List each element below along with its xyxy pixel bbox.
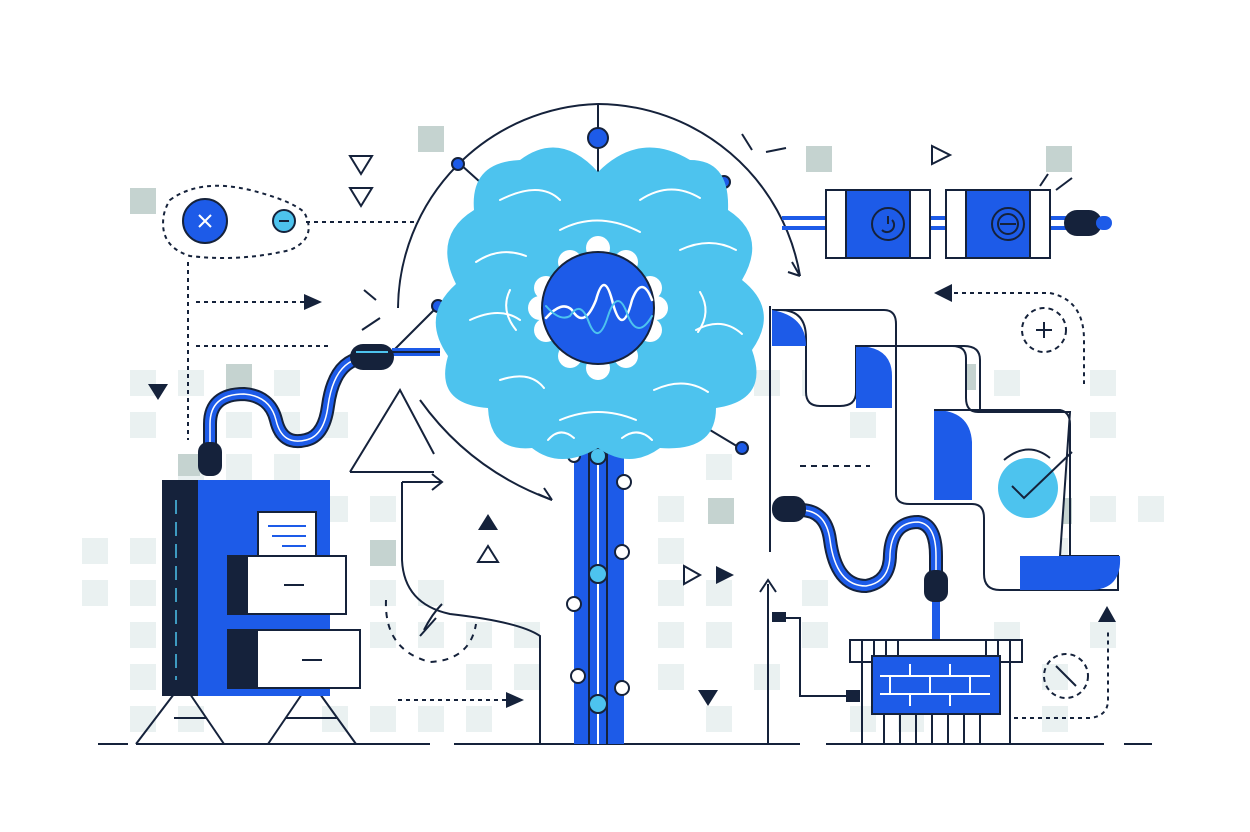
- checkmark-icon: [1011, 451, 1073, 500]
- power-plug-icon: [1039, 173, 1112, 236]
- plus-icon: [1036, 322, 1052, 338]
- minus-icon: [991, 207, 1025, 241]
- close-icon: [198, 214, 212, 228]
- control-loop: [162, 184, 418, 440]
- power-plug-icon: [198, 344, 394, 476]
- power-switch-1[interactable]: [825, 189, 931, 259]
- power-plug-icon: [772, 496, 948, 602]
- close-button[interactable]: [182, 198, 228, 244]
- block-indicator: [1043, 653, 1089, 699]
- drawer-top[interactable]: [227, 555, 347, 615]
- checkmark-button[interactable]: [998, 448, 1073, 518]
- drawer-bottom[interactable]: [227, 629, 361, 689]
- connector-pin: [772, 612, 786, 622]
- add-button[interactable]: [1021, 307, 1067, 353]
- data-ribbon: [769, 306, 1121, 591]
- document-icon: [257, 511, 317, 559]
- triangle-icon: [148, 144, 1116, 706]
- waveform-icon: [544, 283, 654, 334]
- connector-pin: [846, 690, 860, 702]
- power-switch-2[interactable]: [945, 189, 1051, 259]
- power-icon: [871, 207, 905, 241]
- flow-arrows-left: [196, 294, 524, 708]
- cable-icon: [203, 348, 440, 457]
- brain-stem: [566, 440, 632, 744]
- brain-icon: [435, 147, 764, 459]
- minus-button[interactable]: [272, 209, 296, 233]
- return-loop-right: [954, 292, 1085, 384]
- brick-wall-icon: [871, 655, 1001, 715]
- frame-lines-left: [349, 387, 541, 744]
